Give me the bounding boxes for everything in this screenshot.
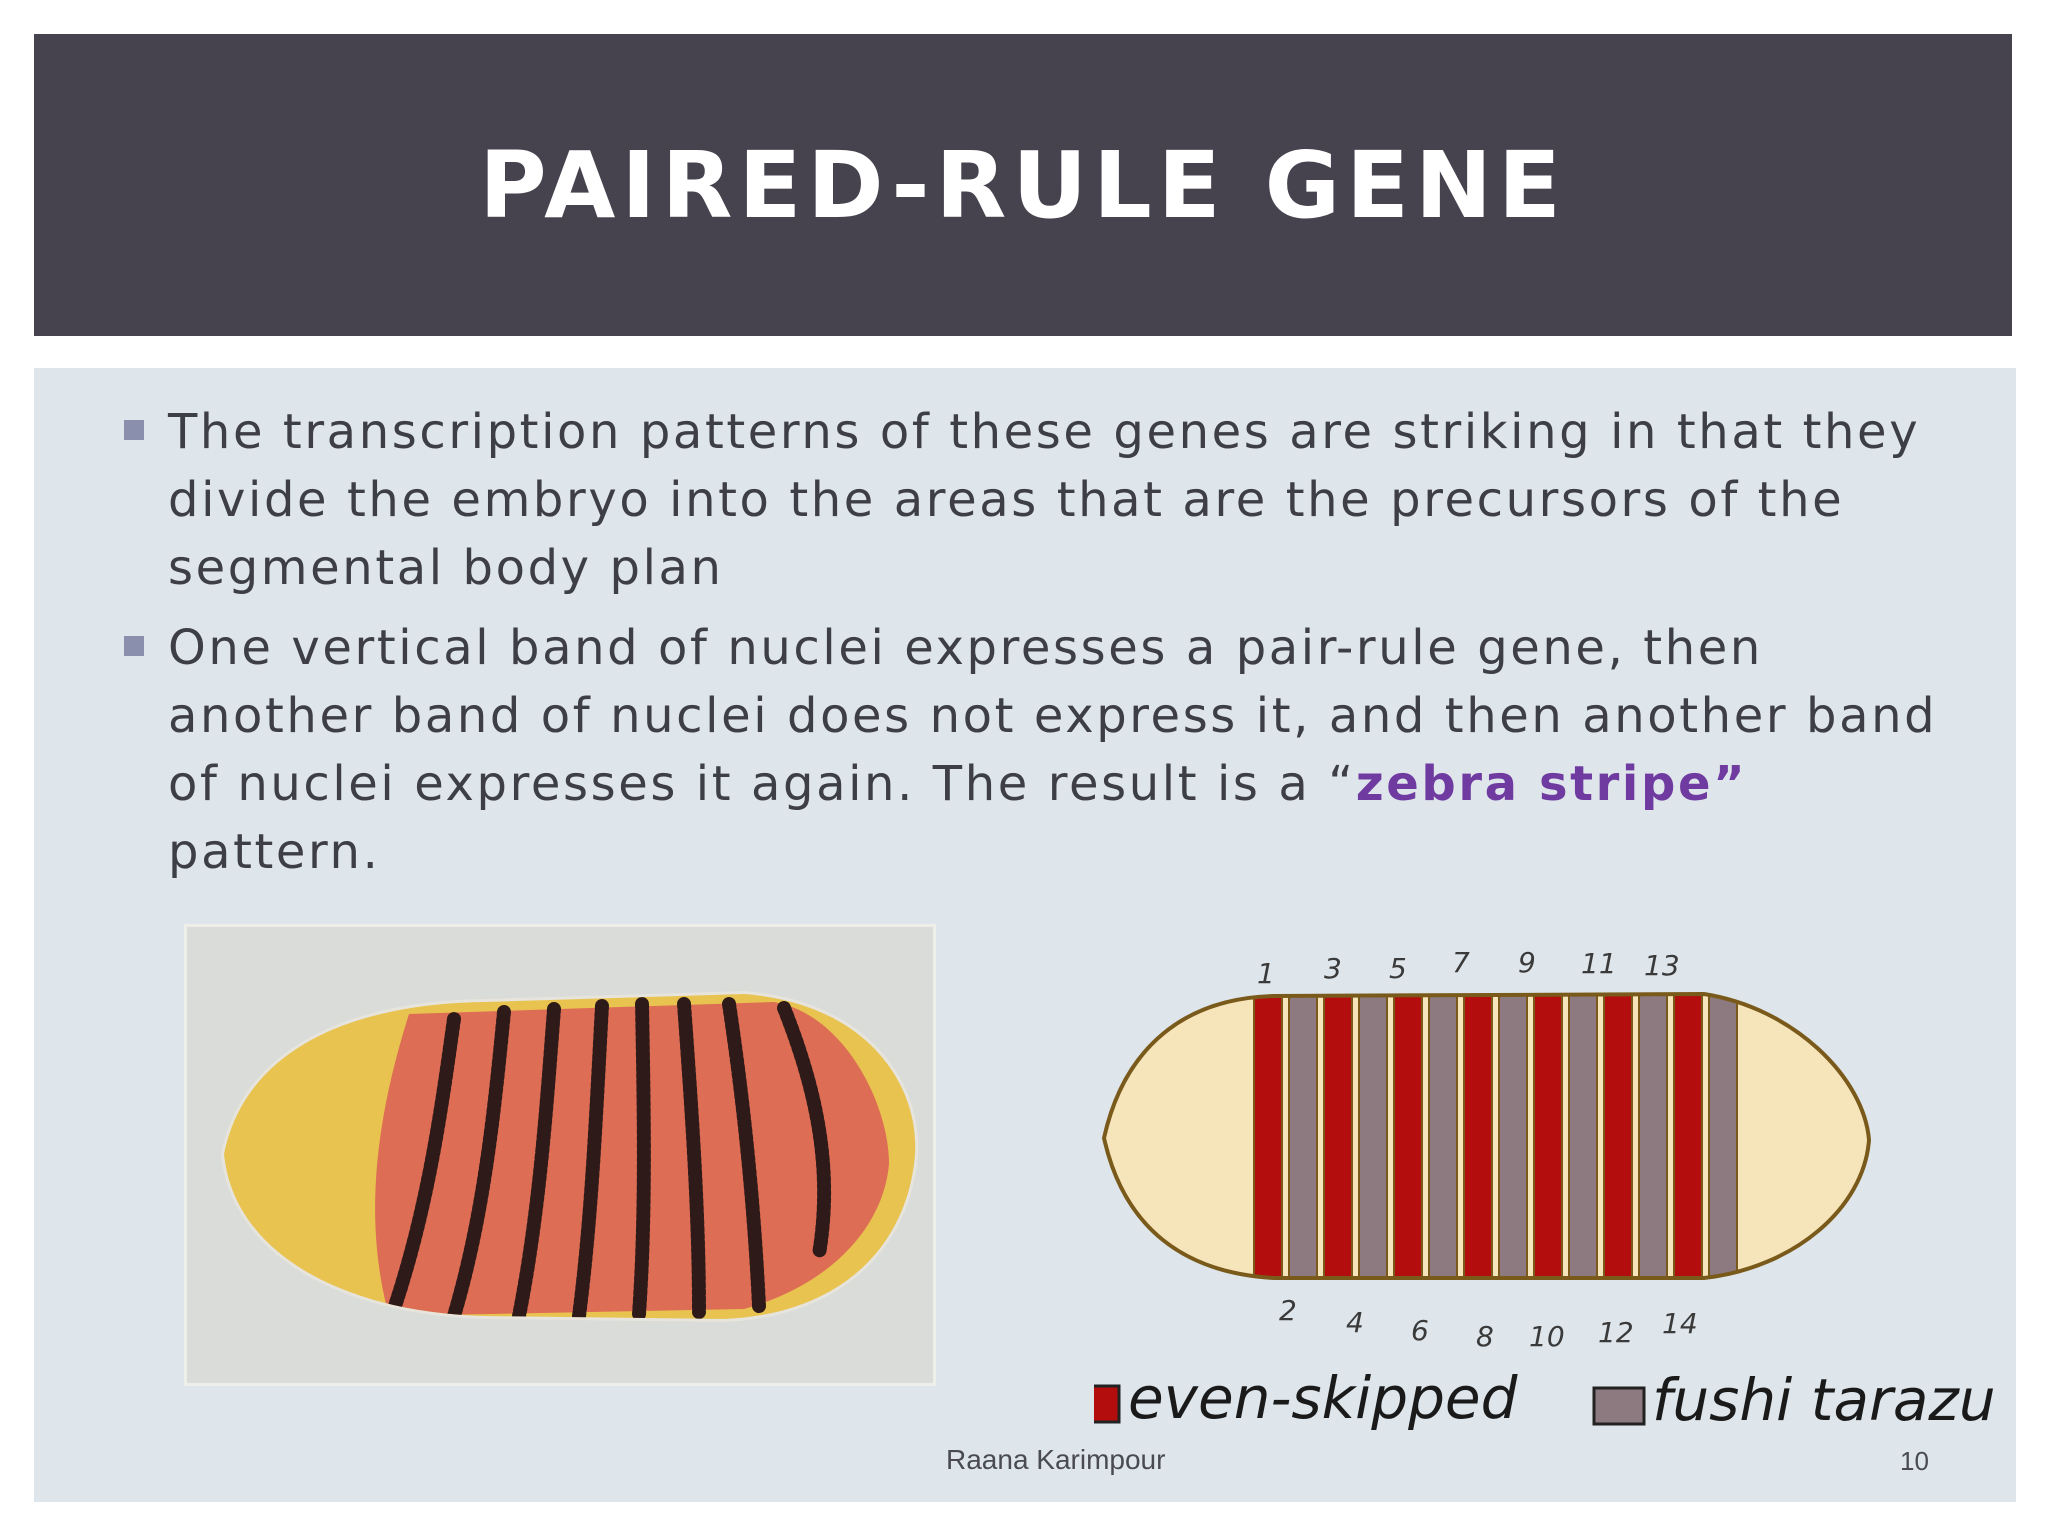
stripe-band-13 [1673,994,1703,1278]
stripe-band-10 [1568,994,1598,1278]
pair-rule-diagram: 1 3 5 7 9 11 13 2 4 6 8 10 12 14 even-sk… [1094,946,1996,1434]
bottom-stripe-numbers: 2 4 6 8 10 12 14 [1279,1294,1698,1353]
stripe-band-2 [1288,994,1318,1278]
bullet-list: The transcription patterns of these gene… [34,398,2014,898]
stripe-band-11 [1603,994,1633,1278]
stripe-number-8: 8 [1476,1320,1494,1353]
stripe-band-1 [1253,994,1283,1278]
slide-title: PAIRED-RULE GENE [479,131,1567,239]
bullet-item-2: One vertical band of nuclei expresses a … [34,614,1968,886]
highlight-zebra-stripe: zebra stripe” [1355,756,1748,812]
stripe-number-7: 7 [1452,946,1470,979]
stripe-number-5: 5 [1389,952,1407,985]
top-stripe-numbers: 1 3 5 7 9 11 13 [1257,946,1680,990]
stripe-band-7 [1463,994,1493,1278]
stripe-1 [387,1012,461,1316]
stripe-number-10: 10 [1529,1320,1565,1353]
bullet-item-1: The transcription patterns of these gene… [34,398,1968,602]
bullet-text-2: One vertical band of nuclei expresses a … [168,620,1938,812]
stripe-band-9 [1533,994,1563,1278]
stripe-number-3: 3 [1324,952,1342,985]
legend-even-skipped-label: even-skipped [1128,1364,1519,1432]
stripe-number-12: 12 [1598,1316,1634,1349]
bullet-square-icon [124,420,144,440]
stripe-7 [722,997,766,1313]
embryo-photo [184,924,936,1386]
stripe-2 [447,1005,511,1319]
stripe-number-9: 9 [1518,946,1536,979]
stripe-band-14 [1708,994,1738,1278]
stripe-number-6: 6 [1411,1314,1429,1347]
stripe-band-8 [1498,994,1528,1278]
legend-fushi-tarazu-label: fushi tarazu [1652,1366,1996,1434]
title-bar: PAIRED-RULE GENE [34,34,2012,336]
stripe-band-12 [1638,994,1668,1278]
stripe-8 [777,1001,832,1261]
embryo-body-outline [1101,991,1872,1280]
stripe-3 [512,1002,561,1319]
stripe-6 [677,997,706,1319]
stripe-number-14: 14 [1662,1307,1698,1340]
stripe-band-6 [1428,994,1458,1278]
page-number: 10 [1900,1446,1929,1476]
dark-stripes [387,997,832,1319]
stripe-band-3 [1323,994,1353,1278]
legend-even-skipped-swatch [1094,1384,1121,1424]
stripe-number-11: 11 [1581,947,1617,980]
stripe-5 [632,997,651,1319]
stripe-number-2: 2 [1279,1294,1297,1327]
stripe-bands [1253,994,1738,1278]
stripe-number-1: 1 [1257,957,1275,990]
bullet-square-icon [124,636,144,656]
diagram-legend: even-skipped fushi tarazu [1094,1364,1996,1434]
bullet-text-2-end: pattern. [168,824,381,880]
stripe-4 [572,999,609,1319]
content-panel: The transcription patterns of these gene… [34,368,2016,1502]
stripe-number-13: 13 [1644,949,1680,982]
stripe-band-4 [1358,994,1388,1278]
bullet-text-1: The transcription patterns of these gene… [168,404,1921,596]
stripe-band-5 [1393,994,1423,1278]
stripe-number-4: 4 [1346,1306,1364,1339]
legend-fushi-tarazu-swatch [1592,1386,1646,1426]
footer-author: Raana Karimpour [946,1444,1166,1475]
